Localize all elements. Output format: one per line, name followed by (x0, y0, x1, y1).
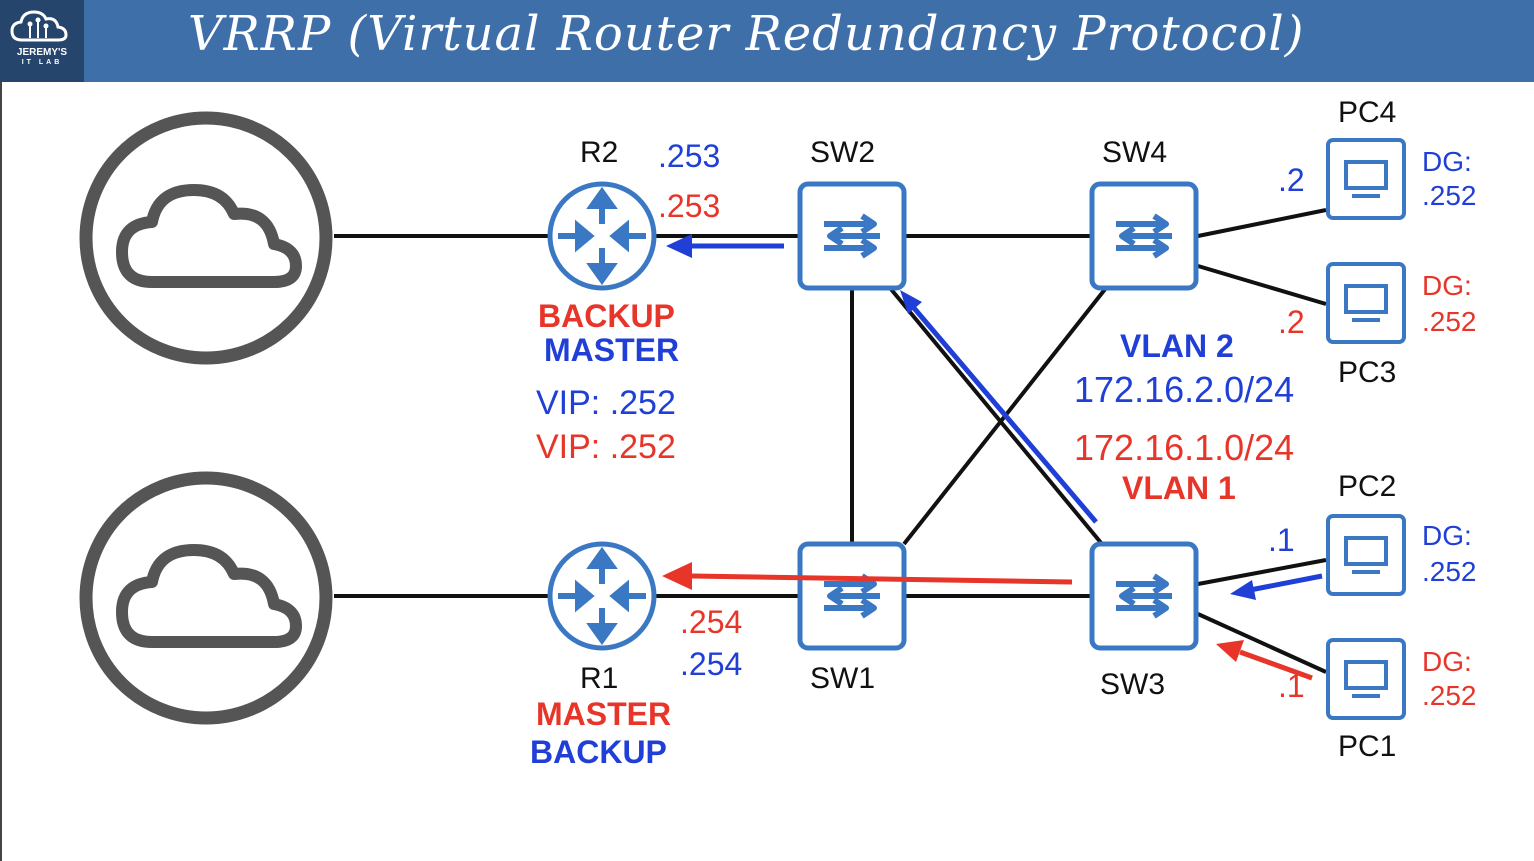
pc1-name: PC1 (1338, 730, 1397, 763)
switch-sw3-icon[interactable] (1089, 541, 1199, 651)
vlan1-arrow-sw3-r1 (691, 573, 1073, 585)
vlan2-subnet: 172.16.2.0/24 (1074, 369, 1295, 410)
links (334, 208, 1327, 674)
sw2-name: SW2 (810, 136, 876, 169)
pc3-dg: .252 (1422, 306, 1477, 337)
pc2-ip: .1 (1268, 522, 1295, 558)
pc4-name: PC4 (1338, 96, 1397, 129)
pc4-dg: .252 (1422, 180, 1477, 211)
r1-ip-vlan2: .254 (680, 646, 743, 682)
switch-sw4-icon[interactable] (1089, 181, 1199, 291)
title-bar: JEREMY'S IT LAB VRRP (Virtual Router Red… (0, 0, 1534, 82)
r1-role-vlan1: MASTER (536, 696, 672, 732)
switch-sw1-icon[interactable] (797, 541, 907, 651)
pc1-dg: .252 (1422, 680, 1477, 711)
pc3-dg-label: DG: (1422, 270, 1472, 301)
cloud-circuit-icon (10, 10, 68, 42)
r2-role-vlan1: BACKUP (538, 298, 675, 334)
link-sw4-pc3 (1197, 264, 1327, 306)
sw1-name: SW1 (810, 662, 876, 695)
r1-ip-vlan1: .254 (680, 604, 743, 640)
pc3-name: PC3 (1338, 356, 1397, 389)
traffic-arrows (662, 234, 1323, 681)
diagram-canvas: R2 .253 .253 BACKUP MASTER VIP: .252 VIP… (0, 82, 1534, 861)
router-r1-icon[interactable] (547, 541, 657, 651)
pc4-ip: .2 (1278, 162, 1305, 198)
jeremys-it-lab-logo: JEREMY'S IT LAB (0, 0, 84, 82)
pc4-dg-label: DG: (1422, 146, 1472, 177)
link-sw2-sw3 (888, 286, 1104, 546)
vip-vlan1: VIP: .252 (536, 428, 676, 466)
pc2-dg: .252 (1422, 556, 1477, 587)
vlan2-name: VLAN 2 (1120, 328, 1234, 364)
r1-role-vlan2: BACKUP (530, 734, 667, 770)
vlan2-arrow-sw3-sw2 (912, 306, 1098, 524)
link-sw3-pc2 (1197, 558, 1327, 586)
pc3-icon[interactable] (1326, 262, 1406, 344)
vlan1-name: VLAN 1 (1122, 470, 1236, 506)
r2-role-vlan2: MASTER (544, 332, 680, 368)
r2-ip-vlan1: .253 (658, 188, 721, 224)
pc2-icon[interactable] (1326, 514, 1406, 596)
network-diagram (79, 111, 1406, 725)
pc1-dg-label: DG: (1422, 646, 1472, 677)
r2-ip-vlan2: .253 (658, 138, 721, 174)
switch-sw2-icon[interactable] (797, 181, 907, 291)
sw3-name: SW3 (1100, 668, 1166, 701)
vlan1-subnet: 172.16.1.0/24 (1074, 427, 1295, 468)
logo-text-line1: JEREMY'S (16, 47, 68, 58)
internet-cloud-bottom-icon (79, 471, 333, 725)
pc1-icon[interactable] (1326, 638, 1406, 720)
pc2-dg-label: DG: (1422, 520, 1472, 551)
pc3-ip: .2 (1278, 304, 1305, 340)
vlan2-arrow-pc2-sw3 (1249, 573, 1323, 593)
link-sw4-pc4 (1197, 208, 1327, 238)
internet-cloud-top-icon (79, 111, 333, 365)
pc1-ip: .1 (1278, 668, 1305, 704)
logo-text-line2: IT LAB (21, 59, 63, 66)
vlan1-arrow-pc1-sw3 (1239, 649, 1313, 681)
pc4-icon[interactable] (1326, 138, 1406, 220)
r2-name: R2 (580, 136, 619, 169)
router-r2-icon[interactable] (547, 181, 657, 291)
vip-vlan2: VIP: .252 (536, 384, 676, 422)
link-sw3-pc1 (1197, 612, 1327, 674)
page-title: VRRP (Virtual Router Redundancy Protocol… (188, 6, 1305, 62)
r1-name: R1 (580, 662, 619, 695)
pc2-name: PC2 (1338, 470, 1397, 503)
sw4-name: SW4 (1102, 136, 1168, 169)
